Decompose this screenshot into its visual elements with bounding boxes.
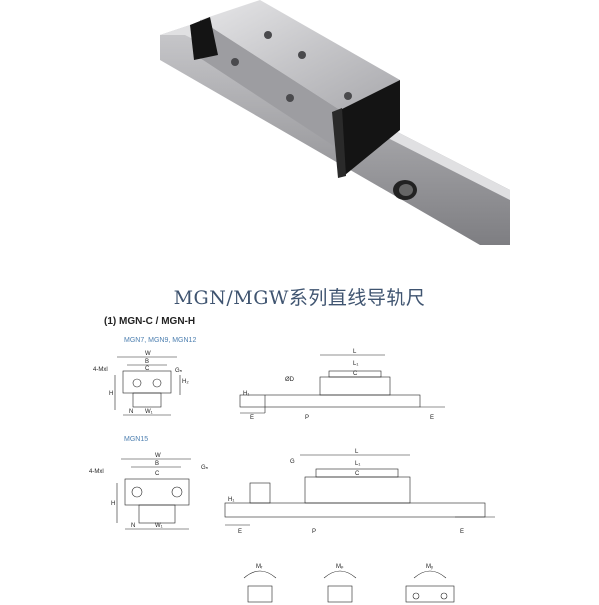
label-e: E	[250, 415, 254, 421]
label-w1-15: W₁	[155, 523, 163, 529]
label-w: W	[145, 351, 151, 357]
label-gn: Gₙ	[175, 368, 183, 374]
label-n-15: N	[131, 523, 135, 529]
label-c: C	[145, 366, 150, 372]
label-l1: L₁	[353, 361, 358, 367]
label-b-15: B	[155, 461, 159, 467]
label-c-side: C	[353, 371, 358, 377]
cross-section-drawing-small: W B C 4-Mxl H H₂ Gₙ N W₁	[93, 351, 189, 416]
cross-section-drawing-mgn15: W B C 4-Mxl Gₙ H N W₁	[89, 453, 209, 530]
label-d: ØD	[285, 377, 295, 383]
label-mxl-15: 4-Mxl	[89, 469, 104, 475]
label-w-15: W	[155, 453, 161, 459]
label-n: N	[129, 409, 133, 415]
side-view-drawing-mgn15: G L L₁ C H₁ E P E	[224, 449, 495, 535]
label-c-15: C	[155, 471, 160, 477]
label-mr: Mᵣ	[256, 564, 263, 570]
linear-guide-photo	[160, 0, 510, 245]
side-view-drawing-small: L L₁ C ØD H₁ E P E	[239, 349, 445, 421]
label-c-side-15: C	[355, 471, 360, 477]
label-e-15: E	[238, 529, 242, 535]
subsection-label-mgn15: MGN15	[124, 436, 149, 443]
subsection-label-small: MGN7, MGN9, MGN12	[124, 337, 197, 344]
page-title: MGN/MGW系列直线导轨尺	[173, 287, 426, 309]
label-gn-15: Gₙ	[201, 465, 209, 471]
label-p-15: P	[312, 529, 316, 535]
label-mxl: 4-Mxl	[93, 367, 108, 373]
label-e-right: E	[430, 415, 434, 421]
label-l1-15: L₁	[355, 461, 360, 467]
label-l: L	[353, 349, 357, 355]
label-h1: H₁	[243, 391, 249, 397]
label-p: P	[305, 415, 309, 421]
label-my: Mᵧ	[426, 564, 433, 570]
section-heading: (1) MGN-C / MGN-H	[104, 316, 196, 327]
label-h1-15: H₁	[228, 497, 234, 503]
label-b: B	[145, 359, 149, 365]
label-mp: Mₚ	[336, 564, 344, 570]
label-g: G	[290, 459, 295, 465]
moment-diagrams: Mᵣ Mₚ Mᵧ	[243, 564, 455, 603]
label-e-right-15: E	[460, 529, 464, 535]
label-l-15: L	[355, 449, 359, 455]
label-h2: H₂	[182, 379, 189, 385]
label-h-15: H	[111, 501, 115, 507]
label-h: H	[109, 391, 113, 397]
label-w1: W₁	[145, 409, 153, 415]
